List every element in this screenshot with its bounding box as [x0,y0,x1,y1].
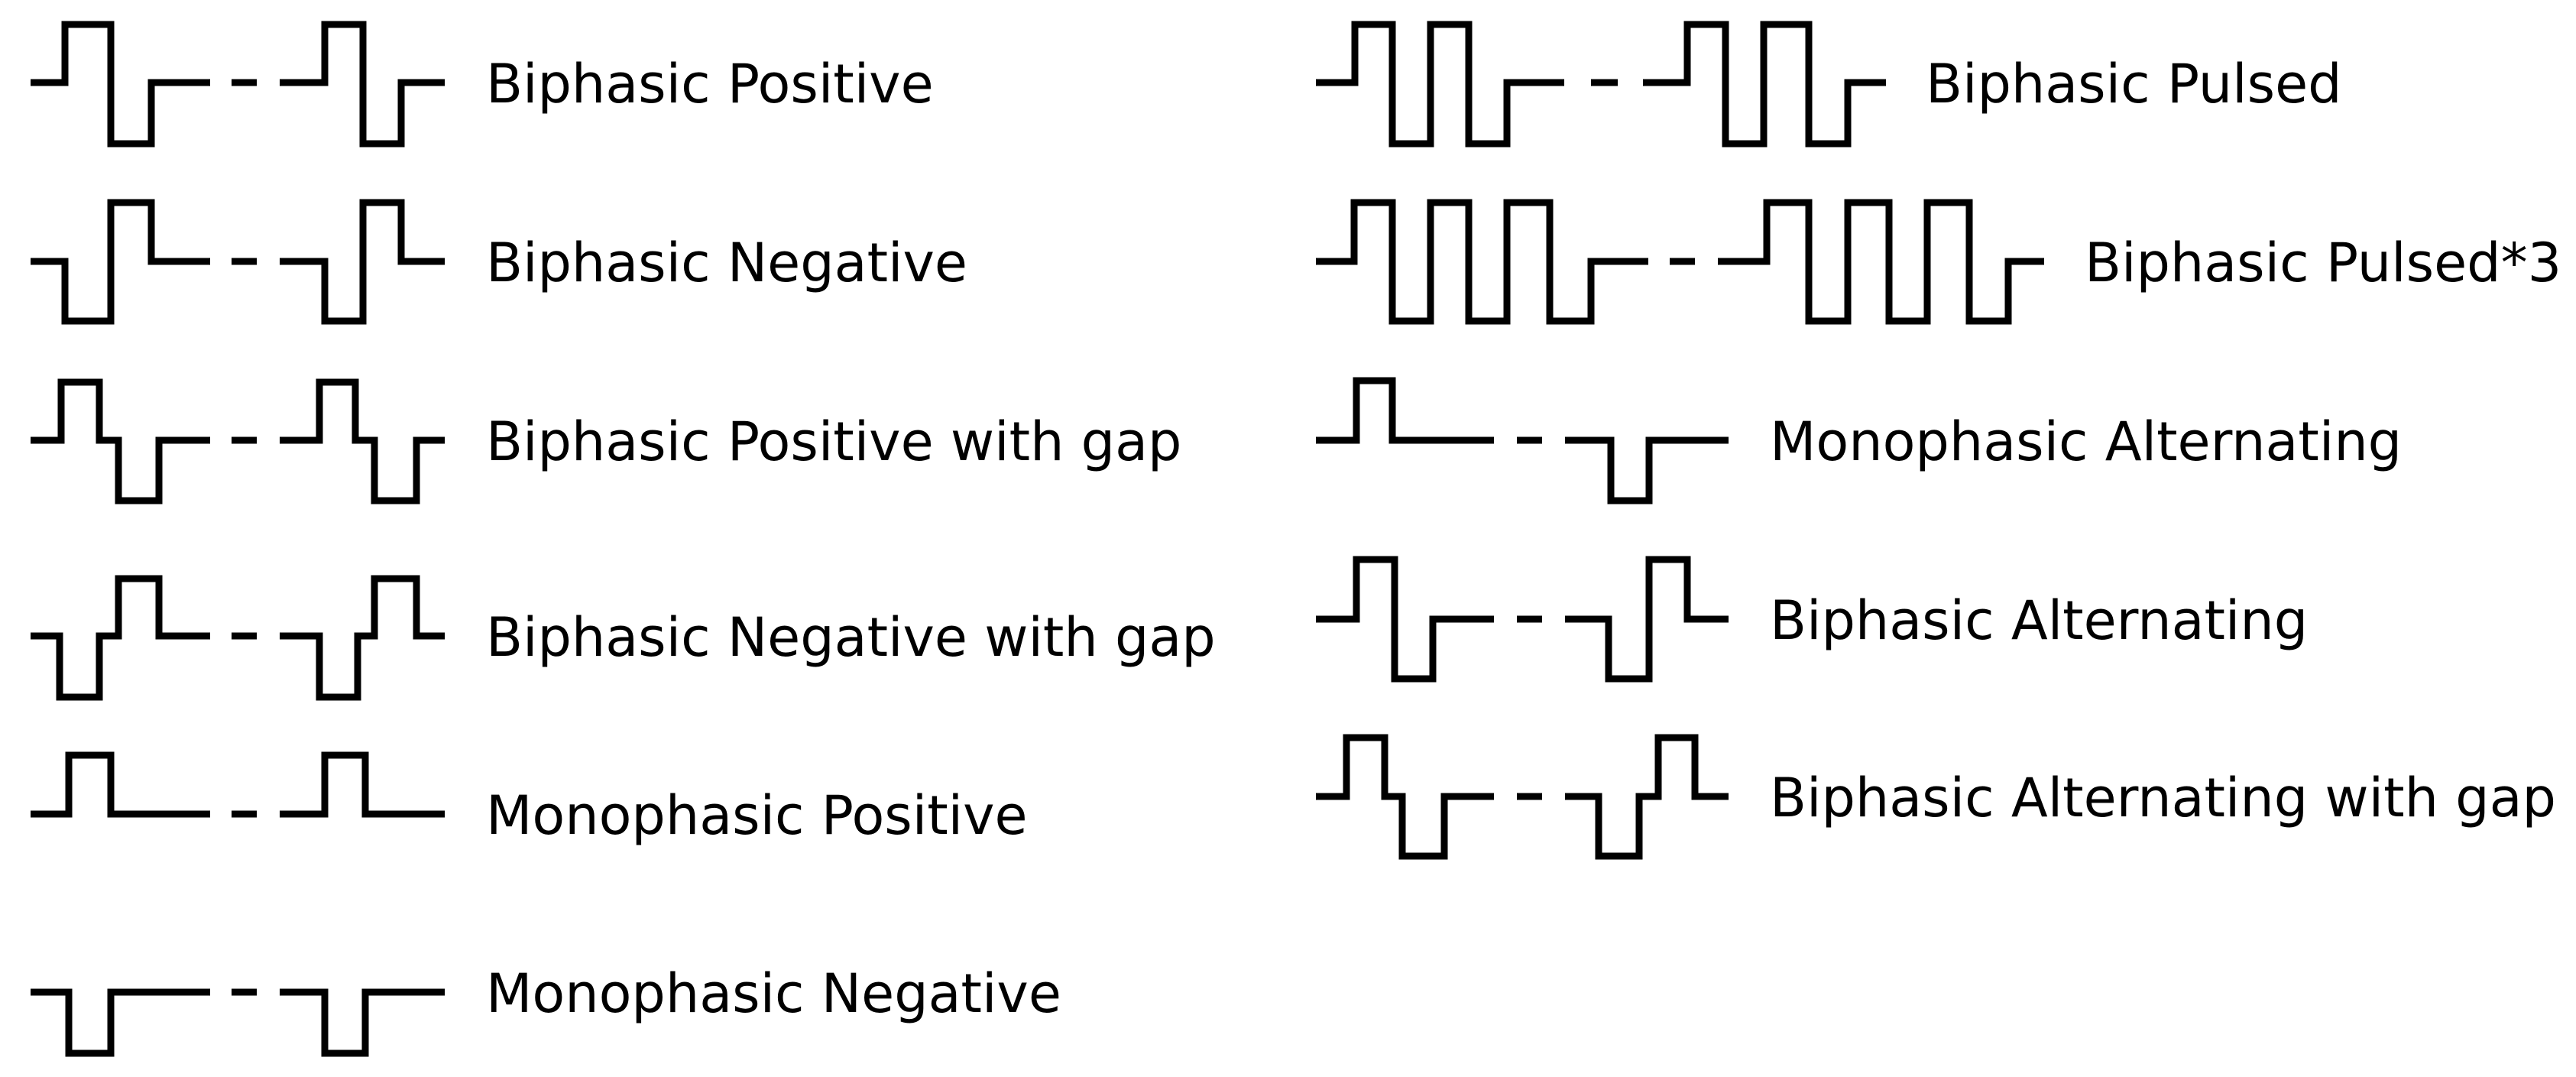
waveform-biphasic-alternating-gap-glyph-repeat [1565,734,1729,860]
waveform-label-biphasic-negative: Biphasic Negative [486,232,967,294]
waveform-item-biphasic-negative-gap: Biphasic Negative with gap [31,575,1216,701]
waveform-monophasic-alternating-glyph [1316,377,1494,444]
waveform-label-biphasic-positive: Biphasic Positive [486,53,934,115]
waveform-biphasic-positive-gap-glyph [31,378,210,504]
waveform-monophasic-positive-glyph-repeat [280,751,445,818]
waveform-biphasic-pulsed-glyph-repeat [1643,21,1886,148]
waveform-biphasic-negative-glyph-repeat [280,199,445,325]
waveform-monophasic-negative-glyph-repeat [280,988,445,1057]
waveform-biphasic-alternating-gap-glyph [1316,734,1494,860]
waveform-label-biphasic-pulsed: Biphasic Pulsed [1926,53,2342,115]
waveform-item-biphasic-positive-gap: Biphasic Positive with gap [31,378,1181,504]
waveform-label-biphasic-pulsed-3: Biphasic Pulsed*3 [2085,232,2561,294]
waveform-label-biphasic-alternating: Biphasic Alternating [1770,589,2308,652]
waveform-item-biphasic-alternating-gap: Biphasic Alternating with gap [1316,734,2556,860]
waveform-label-monophasic-alternating: Monophasic Alternating [1770,410,2402,473]
waveform-item-biphasic-pulsed-3: Biphasic Pulsed*3 [1316,199,2561,325]
waveform-biphasic-positive-glyph-repeat [280,21,445,148]
waveform-biphasic-pulsed-glyph [1316,21,1564,148]
waveform-label-monophasic-positive: Monophasic Positive [486,784,1028,847]
waveform-biphasic-negative-glyph [31,199,210,325]
waveform-biphasic-pulsed-3-glyph-repeat [1718,199,2044,325]
waveform-biphasic-alternating-glyph-repeat [1565,556,1729,683]
waveform-item-biphasic-negative: Biphasic Negative [31,199,967,325]
waveform-item-biphasic-pulsed: Biphasic Pulsed [1316,21,2342,148]
waveform-monophasic-negative-glyph [31,988,210,1057]
waveform-item-monophasic-positive: Monophasic Positive [31,751,1028,847]
waveform-biphasic-pulsed-3-glyph [1316,199,1648,325]
waveform-label-biphasic-alternating-gap: Biphasic Alternating with gap [1770,767,2556,829]
waveform-item-monophasic-alternating: Monophasic Alternating [1316,377,2402,504]
waveform-item-biphasic-positive: Biphasic Positive [31,21,934,148]
waveform-item-monophasic-negative: Monophasic Negative [31,962,1061,1057]
waveform-biphasic-positive-gap-glyph-repeat [280,378,445,504]
waveform-biphasic-negative-gap-glyph [31,575,210,701]
waveform-label-biphasic-positive-gap: Biphasic Positive with gap [486,410,1181,473]
waveform-monophasic-alternating-glyph-repeat [1565,436,1729,504]
waveform-monophasic-positive-glyph [31,751,210,818]
waveform-item-biphasic-alternating: Biphasic Alternating [1316,556,2308,683]
waveform-biphasic-negative-gap-glyph-repeat [280,575,445,701]
waveform-label-monophasic-negative: Monophasic Negative [486,962,1061,1025]
waveform-biphasic-positive-glyph [31,21,210,148]
waveform-biphasic-alternating-glyph [1316,556,1494,683]
waveform-label-biphasic-negative-gap: Biphasic Negative with gap [486,606,1216,669]
